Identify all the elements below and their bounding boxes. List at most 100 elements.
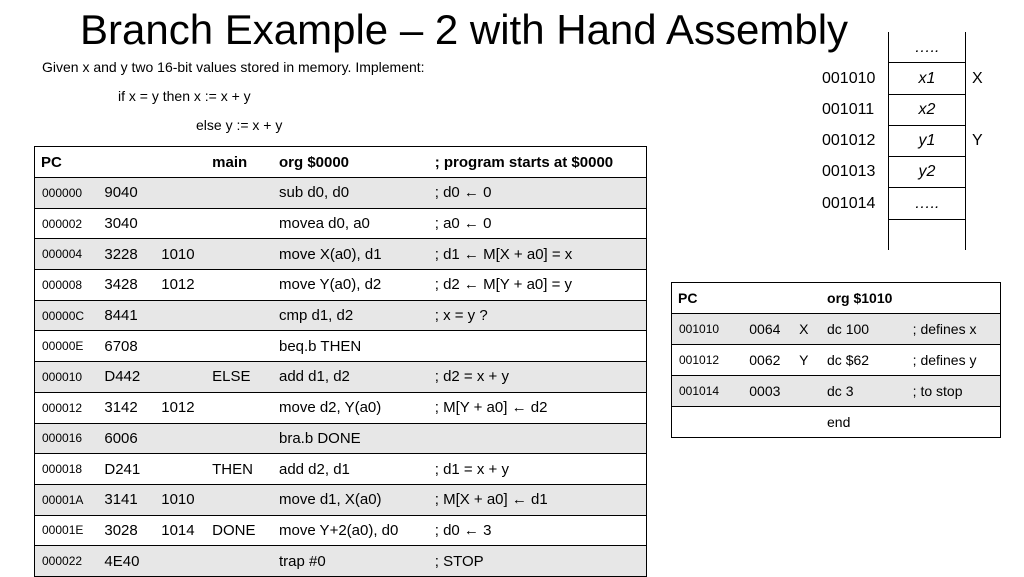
comment-cell (906, 406, 1001, 438)
instruction-cell: move Y+2(a0), d0 (272, 514, 429, 547)
pc-cell: 000022 (34, 545, 99, 577)
pc-cell: 000002 (34, 207, 99, 240)
label-cell (793, 406, 822, 438)
instruction-cell: move X(a0), d1 (272, 238, 429, 271)
data-section-table: PC org $1010 001010 0064 X dc 100 ; defi… (671, 282, 1002, 438)
instruction-column-header: org $1010 (821, 282, 1002, 314)
table-row: 000000 9040 sub d0, d0 ; d0 ← 0 (34, 177, 647, 209)
pc-cell: 001012 (671, 344, 744, 376)
intro-line-1: Given x and y two 16-bit values stored i… (42, 59, 425, 75)
table-row: 00001E 3028 1014 DONE move Y+2(a0), d0 ;… (34, 514, 647, 547)
opcode-cell: 3028 (98, 514, 156, 547)
comment-cell: ; defines x (906, 313, 1001, 345)
memory-cell: y2 (918, 163, 936, 180)
comment-cell: ; d1 ← M[X + a0] = x (428, 238, 647, 271)
table-header-row: PC org $1010 (671, 282, 1002, 314)
memory-cell: ….. (914, 39, 940, 56)
pc-cell (671, 406, 744, 438)
extension-cell (155, 545, 207, 577)
extension-cell (155, 207, 207, 240)
memory-divider (888, 156, 966, 157)
opcode-cell: 9040 (98, 177, 156, 209)
memory-address: 001013 (822, 163, 876, 180)
extension-cell: 1014 (155, 514, 207, 547)
instruction-cell: move d2, Y(a0) (272, 391, 429, 424)
opcode-cell: 3428 (98, 269, 156, 301)
label-cell (206, 269, 273, 301)
label-cell (206, 177, 273, 209)
opcode-cell: 6006 (98, 422, 156, 455)
pc-cell: 000010 (34, 361, 99, 393)
table-row: 000016 6006 bra.b DONE (34, 422, 647, 455)
instruction-cell: dc 3 (821, 375, 907, 407)
memory-address: 001010 (822, 70, 876, 87)
comment-cell: ; STOP (428, 545, 647, 577)
pc-cell: 001010 (671, 313, 744, 345)
pc-cell: 000000 (34, 177, 99, 209)
opcode-cell: 0062 (743, 344, 794, 376)
label-cell (206, 330, 273, 363)
pc-cell: 000004 (34, 238, 99, 271)
label-cell: THEN (206, 453, 273, 485)
opcode-cell (743, 406, 794, 438)
table-row: 000008 3428 1012 move Y(a0), d2 ; d2 ← M… (34, 269, 647, 301)
extension-cell: 1010 (155, 483, 207, 516)
comment-cell: ; M[Y + a0] ← d2 (428, 391, 647, 424)
comment-cell: ; defines y (906, 344, 1001, 376)
memory-right-border (965, 32, 966, 250)
instruction-cell: cmp d1, d2 (272, 299, 429, 332)
label-cell (206, 483, 273, 516)
pc-cell: 00001A (34, 483, 99, 516)
instruction-cell: move d1, X(a0) (272, 483, 429, 516)
pc-cell: 000008 (34, 269, 99, 301)
label-column-header: main (206, 146, 273, 178)
memory-divider (888, 125, 966, 126)
opcode-cell: 6708 (98, 330, 156, 363)
table-row: 001012 0062 Y dc $62 ; defines y (671, 344, 1001, 376)
opcode-cell: D241 (98, 453, 156, 485)
table-row: 001010 0064 X dc 100 ; defines x (671, 313, 1001, 345)
table-row: 00000E 6708 beq.b THEN (34, 330, 647, 363)
instruction-cell: end (821, 406, 907, 438)
pc-cell: 000016 (34, 422, 99, 455)
table-row: 00000C 8441 cmp d1, d2 ; x = y ? (34, 299, 647, 332)
instruction-cell: move Y(a0), d2 (272, 269, 429, 301)
comment-cell: ; to stop (906, 375, 1001, 407)
comment-cell: ; d2 = x + y (428, 361, 647, 393)
label-cell: X (793, 313, 822, 345)
instruction-cell: dc 100 (821, 313, 907, 345)
extension-cell (155, 330, 207, 363)
table-header-row: PC main org $0000 ; program starts at $0… (34, 146, 647, 178)
memory-cell: x1 (918, 70, 936, 87)
opcode-cell: 4E40 (98, 545, 156, 577)
instruction-cell: beq.b THEN (272, 330, 429, 363)
comment-cell: ; d2 ← M[Y + a0] = y (428, 269, 647, 301)
instruction-cell: movea d0, a0 (272, 207, 429, 240)
memory-cell: x2 (918, 101, 936, 118)
pc-cell: 00000C (34, 299, 99, 332)
memory-address: 001014 (822, 195, 876, 212)
pc-cell: 000012 (34, 391, 99, 424)
memory-left-border (888, 32, 889, 250)
pc-column-header: PC (671, 282, 822, 314)
extension-cell: 1010 (155, 238, 207, 271)
label-cell (206, 238, 273, 271)
memory-diagram: ….. 001010 x1 X 001011 x2 001012 y1 Y 00… (820, 32, 1000, 252)
table-row: end (671, 406, 1001, 438)
memory-cell: y1 (918, 132, 936, 149)
opcode-cell: 0003 (743, 375, 794, 407)
instruction-cell: add d1, d2 (272, 361, 429, 393)
memory-divider (888, 94, 966, 95)
instruction-cell: trap #0 (272, 545, 429, 577)
opcode-cell: D442 (98, 361, 156, 393)
extension-cell (155, 361, 207, 393)
opcode-cell: 3228 (98, 238, 156, 271)
instruction-cell: add d2, d1 (272, 453, 429, 485)
memory-divider (888, 187, 966, 188)
instruction-cell: bra.b DONE (272, 422, 429, 455)
opcode-cell: 3040 (98, 207, 156, 240)
extension-cell (155, 422, 207, 455)
pc-cell: 000018 (34, 453, 99, 485)
comment-cell: ; d0 ← 0 (428, 177, 647, 209)
intro-line-2: if x = y then x := x + y (118, 88, 251, 104)
